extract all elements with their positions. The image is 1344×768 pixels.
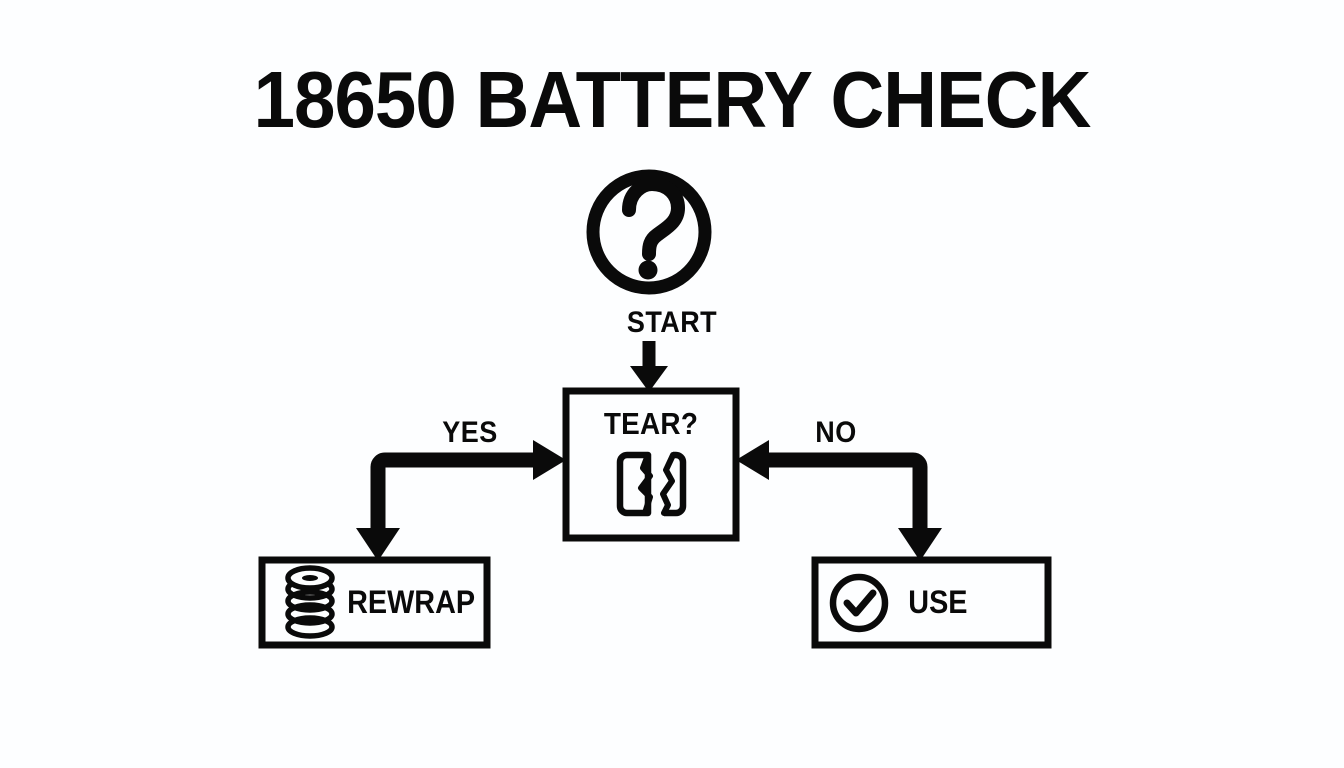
use-node xyxy=(811,556,1052,649)
use-box xyxy=(811,556,1052,649)
rewrap-box xyxy=(258,556,491,649)
start-node xyxy=(586,169,712,295)
question-mark-icon xyxy=(622,177,685,280)
use-node-label: USE xyxy=(908,584,968,620)
edge-label-yes: YES xyxy=(442,416,498,449)
check-circle-icon xyxy=(829,573,889,633)
rewrap-node xyxy=(258,556,491,649)
edge-start-to-tear xyxy=(630,341,668,392)
rewrap-node-label: REWRAP xyxy=(347,584,476,620)
start-circle xyxy=(586,169,712,295)
edge-tear-no-use xyxy=(736,440,942,561)
torn-wrap-icon xyxy=(616,451,687,517)
coil-stack-icon xyxy=(285,565,335,639)
tear-box xyxy=(562,387,740,542)
edge-tear-yes-rewrap xyxy=(356,440,566,561)
tear-node-label: TEAR? xyxy=(603,406,699,441)
tear-node xyxy=(562,387,740,542)
edge-label-no: NO xyxy=(815,416,857,449)
page-title: 18650 BATTERY CHECK xyxy=(253,55,1092,144)
start-node-label: START xyxy=(626,306,718,339)
